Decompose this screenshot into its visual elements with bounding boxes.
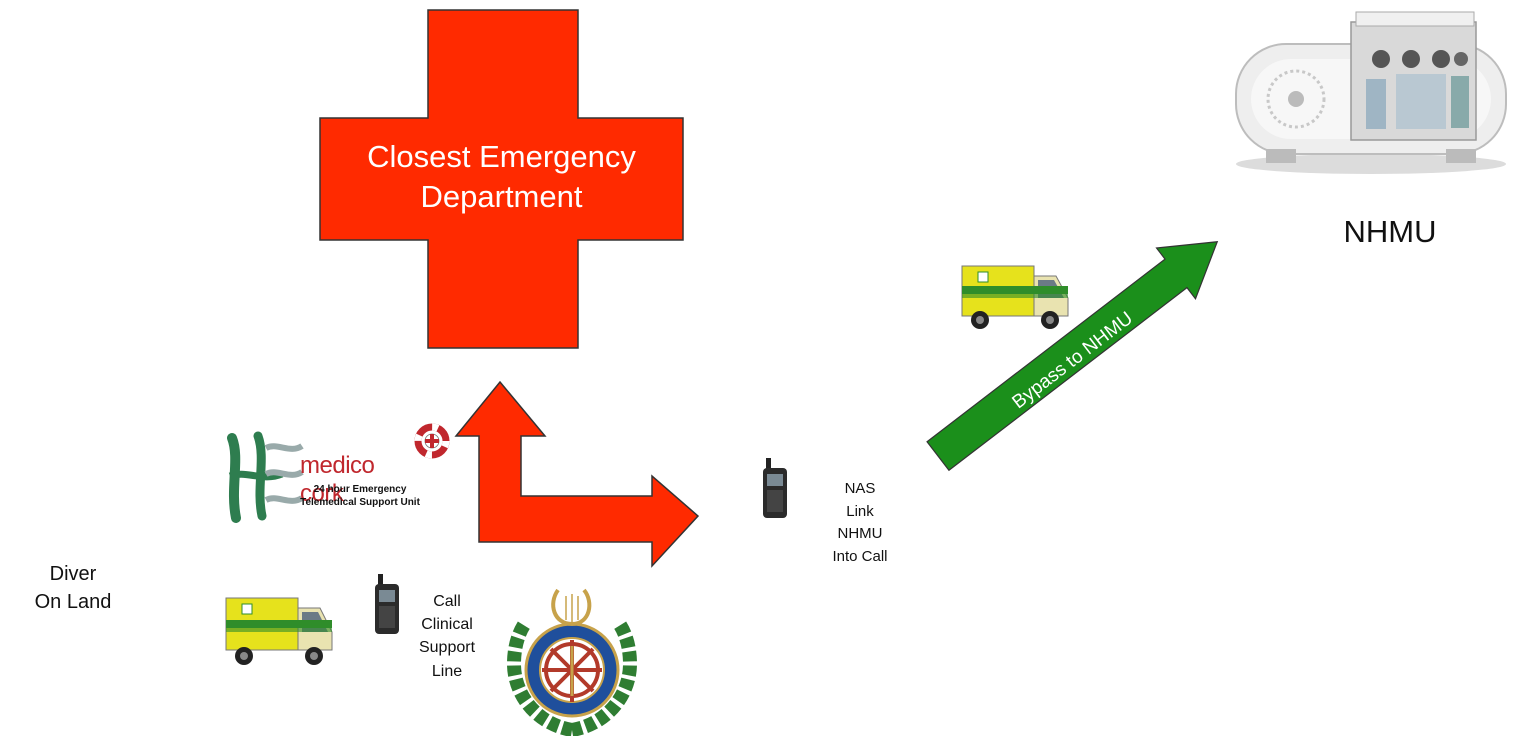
diver-label-line1: Diver [49,563,97,585]
diver-label: Diver On Land [8,560,138,616]
call-clinical-label: Call Clinical Support Line [412,590,482,683]
lifebuoy-icon [414,423,450,459]
nas-crest-icon [506,588,638,736]
medico-sub1: 24 hour Emergency [313,484,407,495]
emergency-label-line2: Department [420,179,583,215]
emergency-label-line1: Closest Emergency [367,139,636,174]
diver-label-line2: On Land [34,591,112,613]
nas-link-line: NHMU [837,525,883,542]
call-clinical-line: Line [431,662,463,680]
call-clinical-line: Support [418,639,476,657]
call-clinical-line: Call [433,593,461,610]
ambulance-icon [961,265,1069,329]
nas-link-label: NAS Link NHMU Into Call [810,478,910,568]
hse-logo-icon [227,431,304,523]
nas-link-line: Into Call [832,547,888,565]
nhmu-label: NHMU [1343,214,1437,249]
radio-handset-icon [763,458,787,518]
medico-name: medico cork [300,452,375,507]
nas-link-line: Link [846,502,874,520]
nas-link-line: NAS [844,480,876,497]
radio-handset-icon [375,574,399,634]
emergency-label: Closest Emergency Department [320,137,683,218]
call-clinical-line: Clinical [421,616,473,634]
medico-sub2: Telemedical Support Unit [300,497,420,508]
ambulance-icon [225,597,333,665]
hyperbaric-chamber-icon [1235,11,1507,174]
